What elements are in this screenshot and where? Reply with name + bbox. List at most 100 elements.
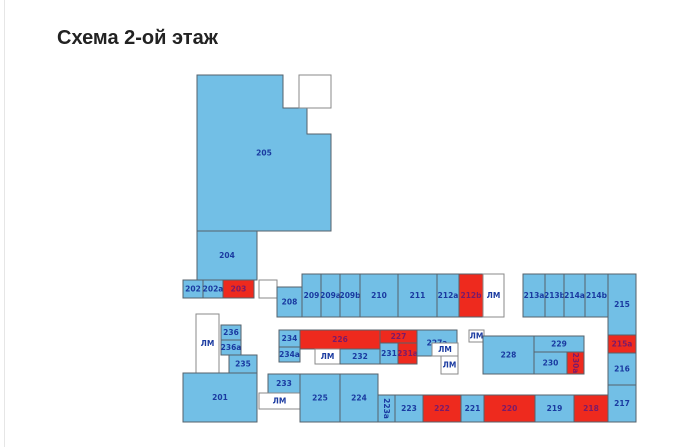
room-213b[interactable]: 213b <box>544 273 566 318</box>
room-216[interactable]: 216 <box>607 352 637 386</box>
room-lm-service[interactable]: ЛМ <box>195 313 220 374</box>
room-202a[interactable]: 202a <box>202 279 224 299</box>
room-232[interactable]: 232 <box>339 348 381 365</box>
room-label: 235 <box>235 360 251 369</box>
room-230[interactable]: 230 <box>533 351 568 375</box>
room-220[interactable]: 220 <box>483 394 536 423</box>
room-label: 219 <box>547 404 563 413</box>
room-label: 223a <box>382 398 391 419</box>
room-shape <box>607 273 637 336</box>
room-214a[interactable]: 214a <box>563 273 586 318</box>
room-234a[interactable]: 234a <box>278 346 301 363</box>
room-shape <box>482 273 505 318</box>
room-215a[interactable]: 215a <box>607 334 637 354</box>
room-236[interactable]: 236 <box>220 324 242 341</box>
room-233[interactable]: 233 <box>267 373 301 394</box>
room-218[interactable]: 218 <box>573 394 609 423</box>
room-lm-service[interactable]: ЛМ <box>482 273 505 318</box>
room-shape <box>278 346 301 363</box>
room-label: 202a <box>203 285 224 294</box>
room-label: ЛМ <box>321 352 335 361</box>
room-212b[interactable]: 212b <box>458 273 484 318</box>
room-label: ЛМ <box>438 345 452 354</box>
room-203[interactable]: 203 <box>222 279 255 299</box>
room-label: 228 <box>501 351 517 360</box>
room-208[interactable]: 208 <box>276 286 303 318</box>
room-234[interactable]: 234 <box>278 329 301 348</box>
room-213a[interactable]: 213a <box>522 273 546 318</box>
room-202[interactable]: 202 <box>182 279 204 299</box>
room-214b[interactable]: 214b <box>584 273 609 318</box>
room-label: 225 <box>312 394 328 403</box>
room-lm-service[interactable]: ЛМ <box>440 355 459 375</box>
room-shape <box>422 394 462 423</box>
room-shape <box>566 351 585 375</box>
room-shape <box>483 394 536 423</box>
room-label: 209 <box>304 291 320 300</box>
room-label: 218 <box>583 404 599 413</box>
room-228[interactable]: 228 <box>482 335 535 375</box>
room-shape <box>440 355 459 375</box>
room-209a[interactable]: 209a <box>320 273 341 318</box>
room-shape <box>607 352 637 386</box>
room-217[interactable]: 217 <box>607 384 637 423</box>
room-204[interactable]: 204 <box>196 230 258 281</box>
room-shape <box>482 335 535 375</box>
room-shape <box>359 273 399 318</box>
room-231[interactable]: 231 <box>379 342 399 365</box>
room-235[interactable]: 235 <box>228 354 258 374</box>
room-shape <box>607 384 637 423</box>
room-label: ЛМ <box>201 339 215 348</box>
room-shape <box>222 279 255 299</box>
room-blank-service[interactable] <box>298 74 332 109</box>
room-211[interactable]: 211 <box>397 273 438 318</box>
room-label: 224 <box>351 394 367 403</box>
room-lm-service[interactable]: ЛМ <box>431 342 459 357</box>
room-lm-service[interactable]: ЛМ <box>258 392 301 410</box>
room-label: ЛМ <box>470 332 484 341</box>
room-label: 211 <box>410 291 426 300</box>
room-label: 220 <box>502 404 518 413</box>
room-blank-service[interactable] <box>258 279 278 299</box>
room-224[interactable]: 224 <box>339 373 379 423</box>
room-227[interactable]: 227 <box>379 329 418 344</box>
room-215[interactable]: 215 <box>607 273 637 336</box>
room-shape <box>298 74 332 109</box>
room-label: 231a <box>397 349 418 358</box>
room-223[interactable]: 223 <box>394 394 424 423</box>
room-label: 213b <box>544 291 566 300</box>
room-236a[interactable]: 236a <box>220 339 242 356</box>
room-label: 221 <box>465 404 481 413</box>
room-label: 208 <box>282 298 298 307</box>
room-225[interactable]: 225 <box>299 373 341 423</box>
room-229[interactable]: 229 <box>533 335 585 353</box>
room-219[interactable]: 219 <box>534 394 575 423</box>
room-223a[interactable]: 223a <box>377 394 396 423</box>
room-230a[interactable]: 230a <box>566 351 585 375</box>
page-edge <box>4 0 5 447</box>
room-231a[interactable]: 231a <box>397 342 418 365</box>
room-label: 202 <box>185 285 201 294</box>
room-label: 233 <box>276 379 292 388</box>
room-221[interactable]: 221 <box>460 394 485 423</box>
room-226[interactable]: 226 <box>299 329 381 350</box>
room-label: ЛМ <box>443 361 457 370</box>
room-label: 210 <box>371 291 387 300</box>
room-label: 214b <box>586 291 608 300</box>
room-label: ЛМ <box>273 397 287 406</box>
room-222[interactable]: 222 <box>422 394 462 423</box>
room-210[interactable]: 210 <box>359 273 399 318</box>
room-209b[interactable]: 209b <box>339 273 361 318</box>
room-212a[interactable]: 212a <box>436 273 460 318</box>
room-label: 236a <box>221 343 242 352</box>
room-shape <box>394 394 424 423</box>
room-label: 215 <box>614 300 630 309</box>
room-label: 212b <box>460 291 482 300</box>
room-label: 204 <box>219 251 235 260</box>
room-lm-service[interactable]: ЛМ <box>314 348 341 365</box>
room-label: 209b <box>339 291 361 300</box>
room-lm-service[interactable]: ЛМ <box>468 329 485 343</box>
room-label: 217 <box>614 399 630 408</box>
room-201[interactable]: 201 <box>182 372 258 423</box>
room-209[interactable]: 209 <box>301 273 322 318</box>
